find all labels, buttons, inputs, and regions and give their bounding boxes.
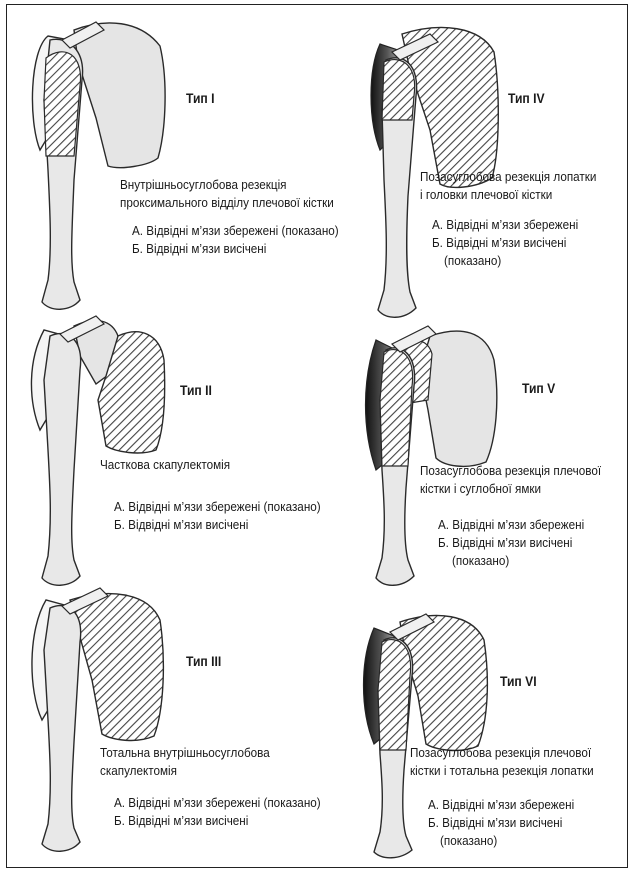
option-b-note: (показано) — [452, 552, 509, 569]
humerus — [42, 334, 81, 586]
scapula — [74, 23, 165, 168]
option-a: А. Відвідні м’язи збережені (показано) — [114, 794, 321, 811]
option-a: А. Відвідні м’язи збережені (показано) — [114, 498, 321, 515]
panel-description-line: Позасуглобова резекція плечової — [420, 462, 601, 479]
panel-description-line: скапулектомія — [100, 762, 177, 779]
shoulder-illustration-type-1 — [32, 22, 165, 309]
panel-description-line: Тотальна внутрішньосуглобова — [100, 744, 270, 761]
panel-title-type-6: Тип VI — [500, 674, 537, 689]
option-b-note: (показано) — [440, 832, 497, 849]
option-b: Б. Відвідні м’язи висічені — [114, 516, 248, 533]
option-b: Б. Відвідні м’язи висічені — [438, 534, 572, 551]
panel-title-type-5: Тип V — [522, 381, 555, 396]
option-b: Б. Відвідні м’язи висічені — [428, 814, 562, 831]
panel-description-line: Внутрішньосуглобова резекція — [120, 176, 287, 193]
option-b: Б. Відвідні м’язи висічені — [132, 240, 266, 257]
option-b-note: (показано) — [444, 252, 501, 269]
panel-description-line: Часткова скапулектомія — [100, 456, 230, 473]
option-b: Б. Відвідні м’язи висічені — [432, 234, 566, 251]
resected-humerus — [380, 350, 413, 466]
scapula-resected — [400, 616, 487, 751]
shoulder-illustration-type-2 — [31, 316, 164, 585]
option-a: А. Відвідні м’язи збережені — [428, 796, 574, 813]
panel-description-line: Позасуглобова резекція плечової — [410, 744, 591, 761]
humerus — [42, 606, 81, 852]
resected-humeral-head — [382, 60, 415, 120]
panel-title-type-1: Тип I — [186, 91, 215, 106]
resected-humerus — [378, 640, 411, 750]
option-a: А. Відвідні м’язи збережені — [432, 216, 578, 233]
option-a: А. Відвідні м’язи збережені — [438, 516, 584, 533]
resected-region — [44, 52, 81, 156]
panel-description-line: кістки і суглобної ямки — [420, 480, 541, 497]
panel-description-line: кістки і тотальна резекція лопатки — [410, 762, 594, 779]
panel-title-type-3: Тип III — [186, 654, 221, 669]
option-b: Б. Відвідні м’язи висічені — [114, 812, 248, 829]
panel-description-line: Позасуглобова резекція лопатки — [420, 168, 596, 185]
scapula-resected — [70, 594, 163, 741]
panel-description-line: проксимального відділу плечової кістки — [120, 194, 334, 211]
panel-title-type-4: Тип IV — [508, 91, 545, 106]
option-a: А. Відвідні м’язи збережені (показано) — [132, 222, 339, 239]
panel-description-line: і головки плечової кістки — [420, 186, 552, 203]
panel-title-type-2: Тип II — [180, 383, 212, 398]
